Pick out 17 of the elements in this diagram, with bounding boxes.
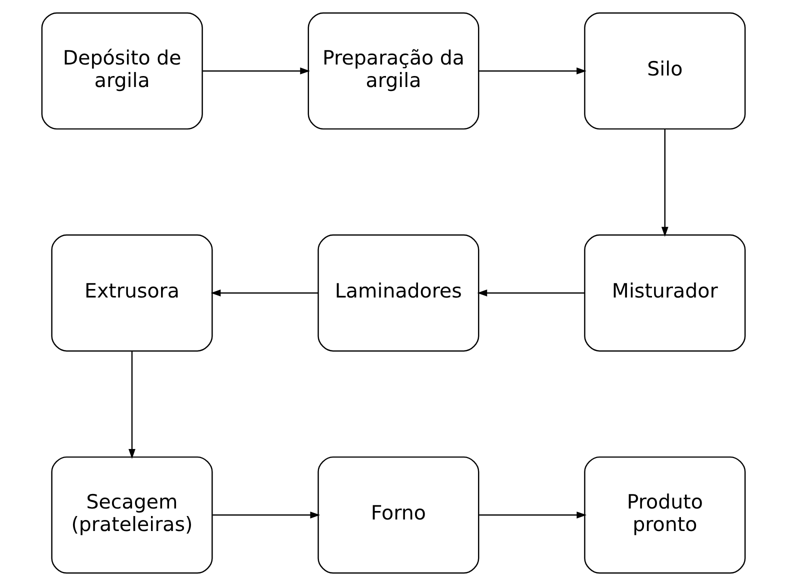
node-box: Extrusora bbox=[51, 234, 213, 352]
node-box: Preparação da argila bbox=[308, 12, 480, 130]
arrow bbox=[477, 290, 585, 296]
node-box: Silo bbox=[584, 12, 746, 130]
node-box: Produto pronto bbox=[584, 456, 746, 574]
node-box: Laminadores bbox=[318, 234, 480, 352]
arrow bbox=[212, 512, 320, 518]
arrow bbox=[128, 351, 136, 459]
arrow bbox=[478, 68, 586, 74]
arrow bbox=[210, 290, 318, 296]
node-box: Forno bbox=[318, 456, 480, 574]
arrow bbox=[661, 129, 668, 237]
node-box: Depósito de argila bbox=[41, 12, 203, 130]
node-box: Secagem (prateleiras) bbox=[51, 456, 213, 574]
arrow bbox=[202, 68, 310, 74]
node-box: Misturador bbox=[584, 234, 746, 352]
arrow bbox=[479, 512, 587, 518]
